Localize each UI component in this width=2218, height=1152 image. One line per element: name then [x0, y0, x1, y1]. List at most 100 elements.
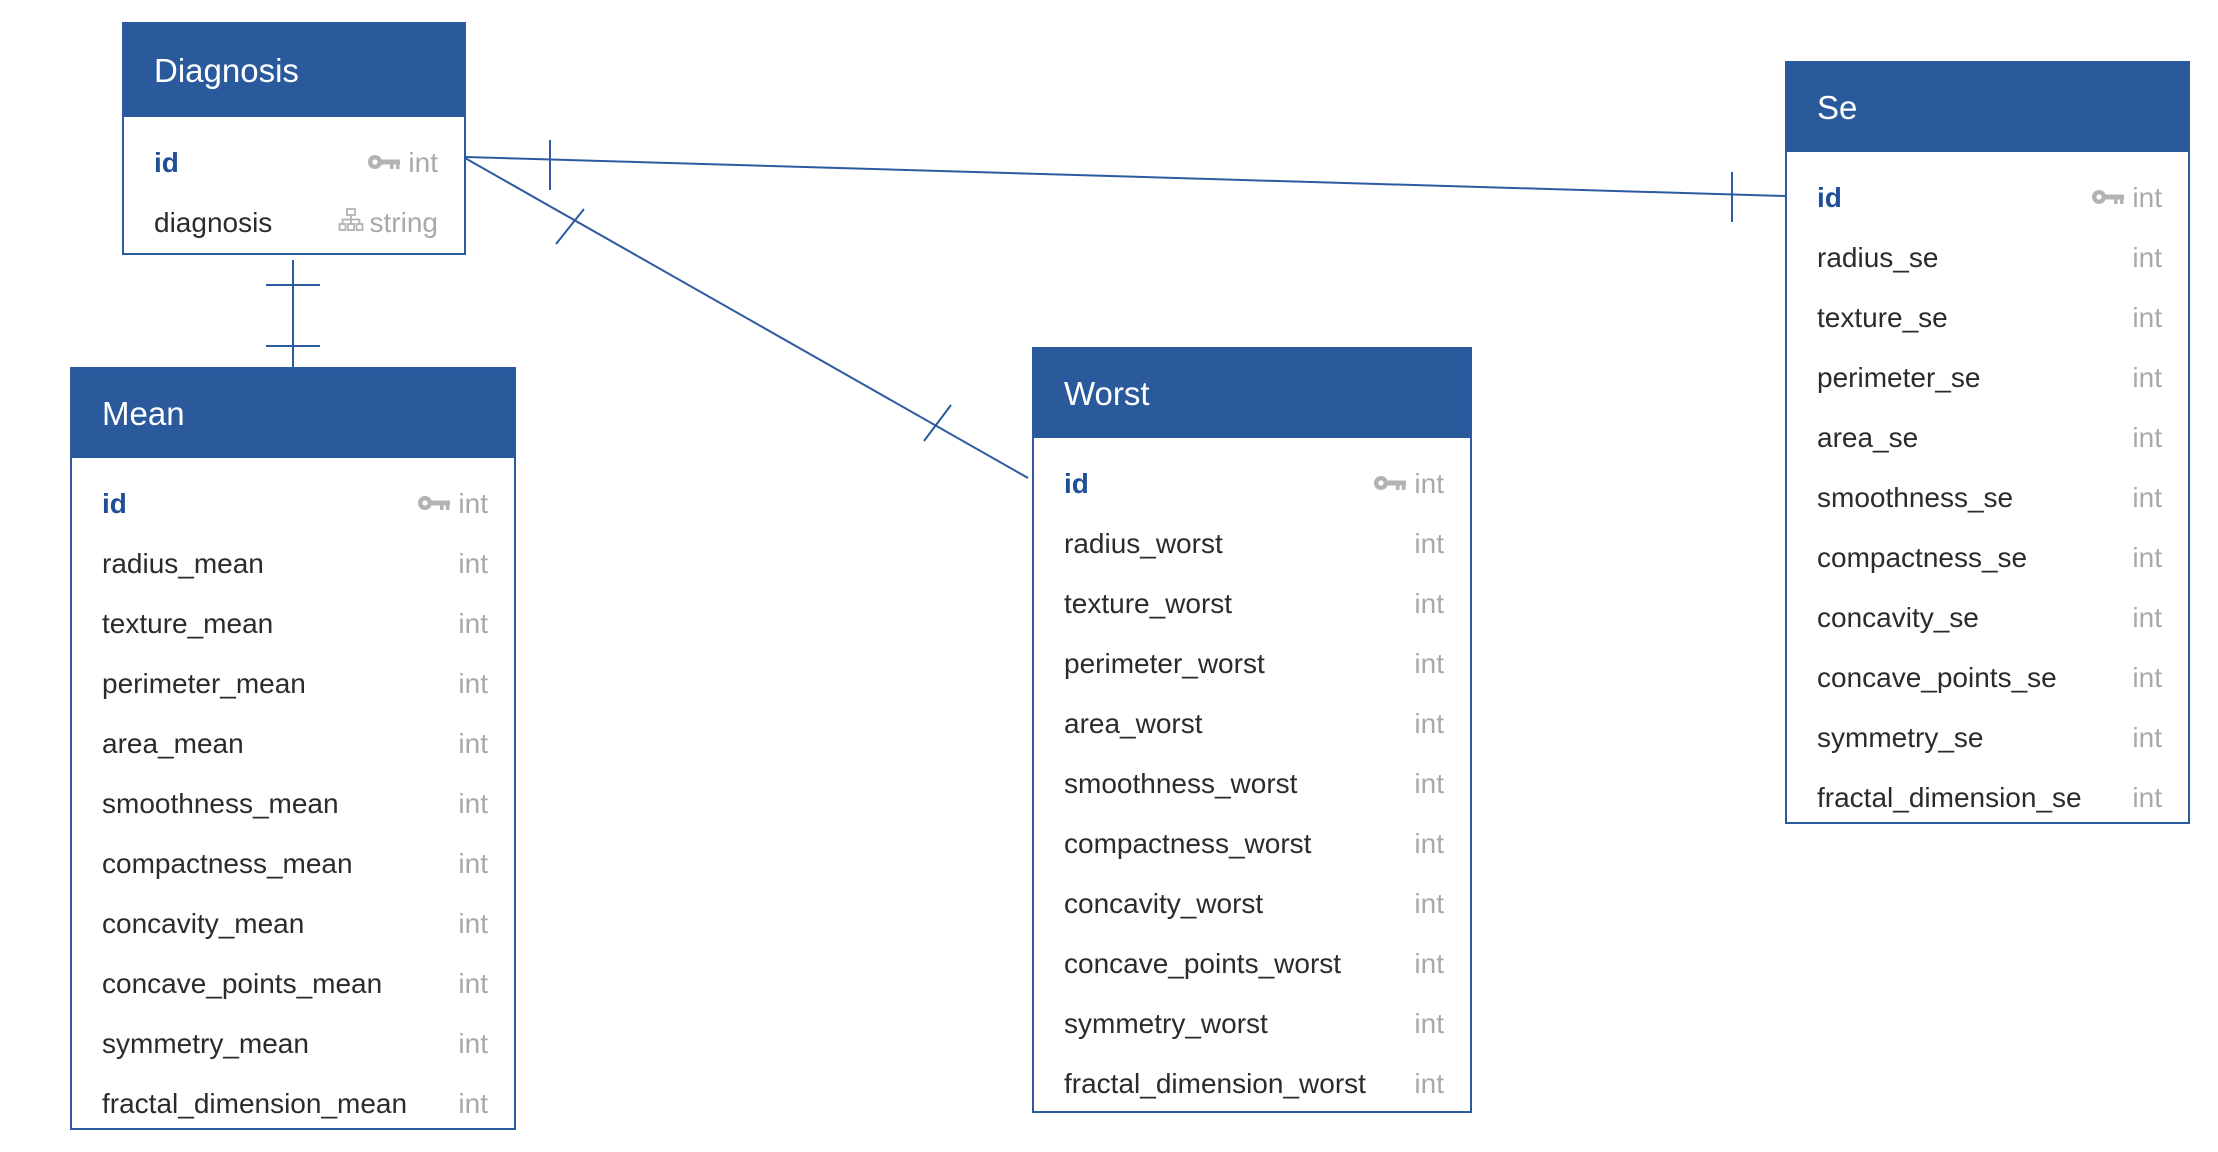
field-type-cell: int: [1414, 828, 1444, 860]
table-header[interactable]: Mean: [72, 369, 514, 458]
field-name: concavity_se: [1817, 602, 1979, 633]
table-title: Se: [1817, 88, 1858, 126]
field-name: symmetry_worst: [1064, 1008, 1268, 1039]
field-type-cell: int: [458, 908, 488, 940]
field-type: int: [458, 1028, 488, 1059]
field-row[interactable]: symmetry_se int: [1787, 708, 2188, 768]
field-type: int: [458, 668, 488, 699]
relationship-diagnosis-worst: [464, 157, 1029, 479]
field-name: smoothness_se: [1817, 482, 2014, 513]
field-type: int: [458, 968, 488, 999]
field-row[interactable]: radius_worst int: [1034, 514, 1470, 574]
table-title: Mean: [102, 394, 185, 432]
field-type: int: [408, 147, 438, 178]
field-type: int: [1414, 1008, 1444, 1039]
field-name: compactness_se: [1817, 542, 2028, 573]
field-row[interactable]: id int: [1787, 168, 2188, 228]
field-row[interactable]: symmetry_worst int: [1034, 994, 1470, 1054]
field-name: concave_points_worst: [1064, 948, 1342, 979]
field-type: int: [458, 788, 488, 819]
table-title: Diagnosis: [154, 51, 299, 89]
field-type: int: [1414, 828, 1444, 859]
field-type: int: [458, 728, 488, 759]
field-row[interactable]: perimeter_se int: [1787, 348, 2188, 408]
field-name: area_worst: [1064, 708, 1203, 739]
field-name: concave_points_se: [1817, 662, 2057, 693]
field-row[interactable]: compactness_worst int: [1034, 814, 1470, 874]
field-name: smoothness_worst: [1064, 768, 1298, 799]
primary-key-field-name: id: [1817, 182, 1842, 213]
field-type-cell: int: [458, 548, 488, 580]
primary-key-field-name: id: [154, 147, 179, 178]
table-header[interactable]: Worst: [1034, 349, 1470, 438]
field-type-cell: int: [458, 668, 488, 700]
field-type: int: [2132, 302, 2162, 333]
field-type: int: [2132, 362, 2162, 393]
field-name: concavity_worst: [1064, 888, 1264, 919]
field-type: int: [1414, 648, 1444, 679]
field-row[interactable]: id int: [124, 133, 464, 193]
field-type-cell: string: [338, 207, 438, 240]
field-row[interactable]: fractal_dimension_mean int: [72, 1074, 514, 1134]
field-type-cell: int: [2132, 422, 2162, 454]
field-row[interactable]: texture_se int: [1787, 288, 2188, 348]
primary-key-field-name: id: [102, 488, 127, 519]
field-name: perimeter_mean: [102, 668, 306, 699]
field-type: int: [2132, 182, 2162, 213]
key-icon: [2090, 182, 2126, 214]
field-name: symmetry_mean: [102, 1028, 309, 1059]
field-name: perimeter_se: [1817, 362, 1981, 393]
field-type-cell: int: [2132, 722, 2162, 754]
field-type-cell: int: [458, 788, 488, 820]
field-row[interactable]: symmetry_mean int: [72, 1014, 514, 1074]
table-header[interactable]: Se: [1787, 63, 2188, 152]
field-type-cell: int: [1414, 1008, 1444, 1040]
field-type: int: [1414, 528, 1444, 559]
field-name: fractal_dimension_se: [1817, 782, 2082, 813]
field-type: int: [458, 1088, 488, 1119]
field-name: fractal_dimension_mean: [102, 1088, 408, 1119]
field-name: symmetry_se: [1817, 722, 1984, 753]
field-type-cell: int: [2132, 542, 2162, 574]
relationship-diagnosis-mean: [266, 260, 320, 368]
field-name: radius_worst: [1064, 528, 1223, 559]
field-type-cell: int: [458, 1088, 488, 1120]
field-row[interactable]: perimeter_mean int: [72, 654, 514, 714]
field-row[interactable]: compactness_se int: [1787, 528, 2188, 588]
field-name: texture_se: [1817, 302, 1948, 333]
field-name: compactness_worst: [1064, 828, 1312, 859]
field-type: int: [2132, 422, 2162, 453]
field-type-cell: int: [1414, 648, 1444, 680]
table-header[interactable]: Diagnosis: [124, 24, 464, 117]
